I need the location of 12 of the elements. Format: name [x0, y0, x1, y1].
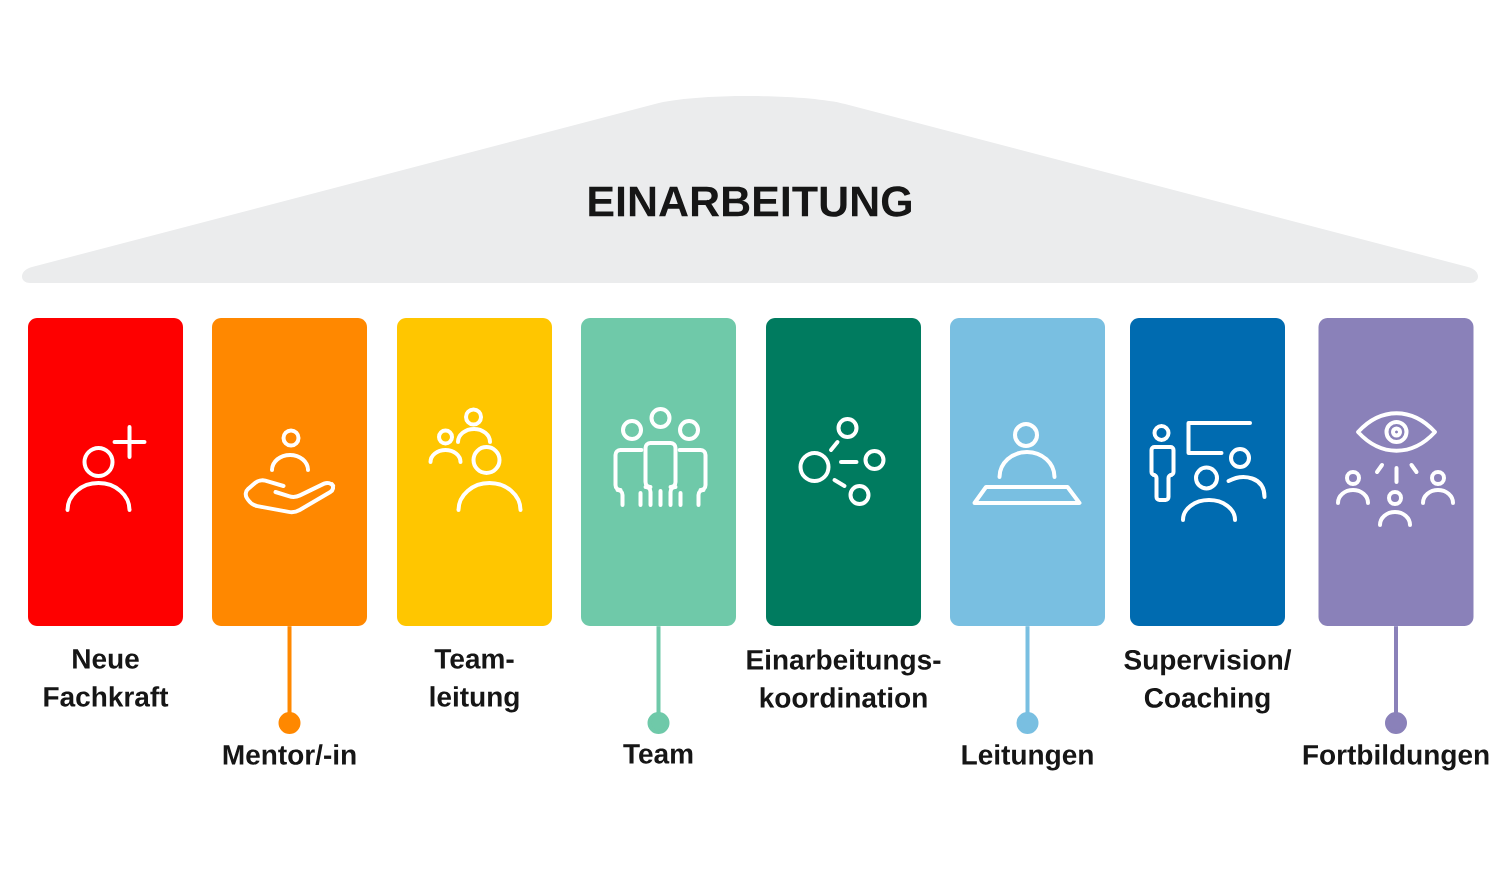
leader-line [278, 626, 301, 734]
pillar-label: Supervision/ Coaching [1124, 649, 1292, 714]
pillar-label: Mentor/-in [223, 744, 356, 766]
pillar-label: Team [623, 744, 693, 764]
leader-line [1016, 626, 1039, 734]
pillar-label: Neue Fachkraft [44, 649, 169, 707]
pillar-label: Leitungen [962, 744, 1093, 771]
pillar-label: Team- leitung [430, 649, 519, 713]
pillar-label: Fortbildungen [1303, 744, 1489, 771]
pillar-label: Einarbeitungs- koordination [747, 649, 941, 708]
leader-line [1385, 626, 1407, 734]
leader-line [647, 626, 670, 734]
